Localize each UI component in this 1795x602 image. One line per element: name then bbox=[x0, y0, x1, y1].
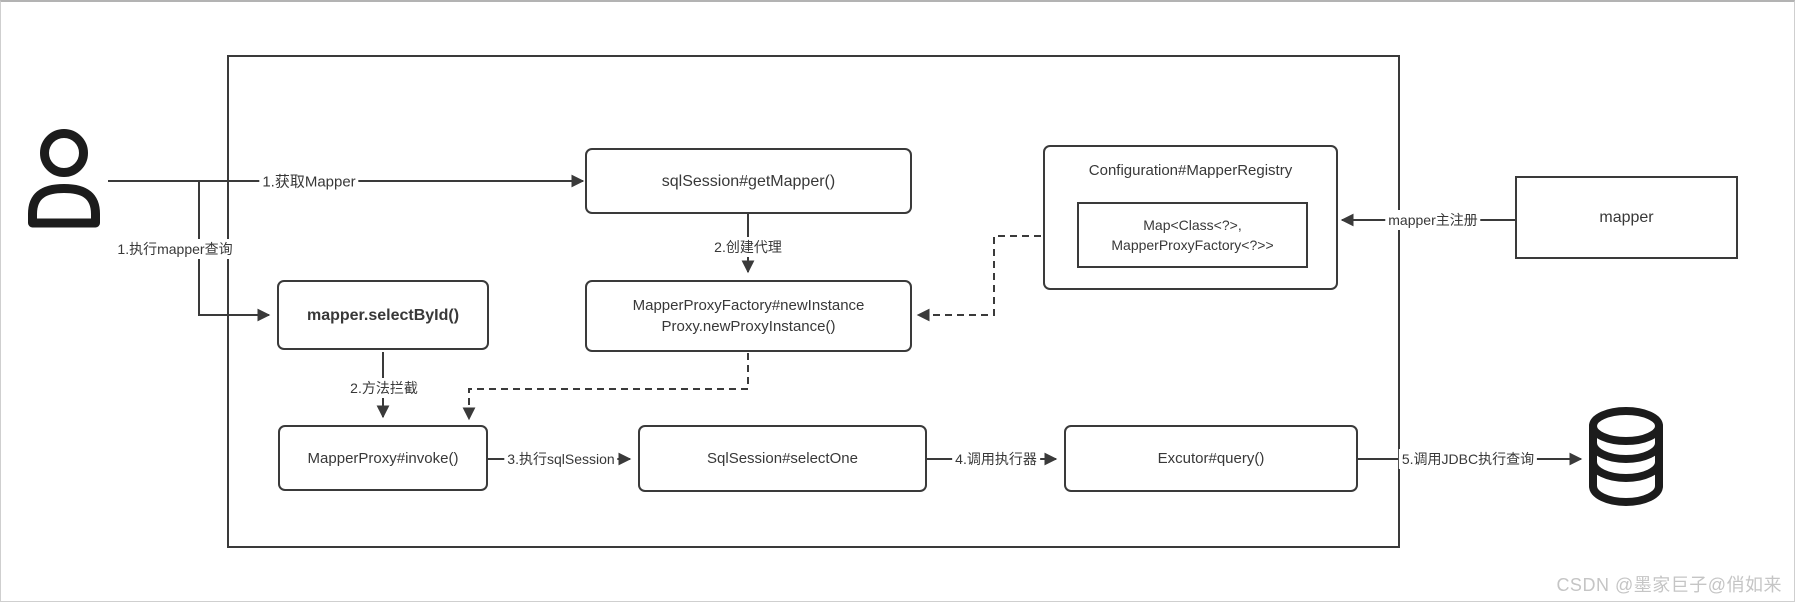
node-label: Excutor#query() bbox=[1157, 450, 1265, 467]
edge-label-exec-mapper-query: 1.执行mapper查询 bbox=[114, 239, 236, 259]
database-icon bbox=[1589, 407, 1663, 506]
node-sqlsession-getmapper: sqlSession#getMapper() bbox=[585, 148, 912, 214]
edge-user-to-selectbyid bbox=[198, 181, 271, 322]
node-excutor-query: Excutor#query() bbox=[1064, 425, 1358, 492]
edge-label-exec-sqlsession: 3.执行sqlSession bbox=[504, 449, 618, 469]
edge-label-create-proxy: 2.创建代理 bbox=[711, 237, 785, 257]
node-label: MapperProxy#invoke() bbox=[307, 449, 459, 467]
node-title: Configuration#MapperRegistry bbox=[1088, 162, 1293, 179]
node-label: mapper.selectById() bbox=[306, 306, 460, 324]
node-mapperproxy-invoke: MapperProxy#invoke() bbox=[278, 425, 488, 491]
watermark-text: CSDN @墨家巨子@俏如来 bbox=[1556, 575, 1782, 595]
flow-container-frame bbox=[227, 55, 1400, 548]
map-line1: Map<Class<?>, bbox=[1143, 217, 1242, 233]
node-configuration-mapperregistry: Configuration#MapperRegistry Map<Class<?… bbox=[1043, 145, 1338, 290]
node-mapper-selectbyid: mapper.selectById() bbox=[277, 280, 489, 350]
user-icon bbox=[28, 129, 100, 228]
edge-registry-to-proxyfactory-dashed bbox=[916, 235, 1077, 322]
edge-label-get-mapper: 1.获取Mapper bbox=[259, 170, 359, 192]
node-label-line2: Proxy.newProxyInstance() bbox=[661, 318, 836, 335]
node-mapper-registry-map: Map<Class<?>, MapperProxyFactory<?>> bbox=[1077, 202, 1308, 268]
node-mapperproxyfactory-newinstance: MapperProxyFactory#newInstance Proxy.new… bbox=[585, 280, 912, 352]
node-mapper: mapper bbox=[1515, 176, 1738, 259]
node-label-line1: MapperProxyFactory#newInstance bbox=[632, 297, 865, 314]
node-sqlsession-selectone: SqlSession#selectOne bbox=[638, 425, 927, 492]
node-label: mapper bbox=[1599, 209, 1654, 226]
edge-label-mapper-register: mapper主注册 bbox=[1385, 210, 1481, 230]
edge-proxyfactory-to-invoke-dashed bbox=[462, 353, 749, 421]
edge-label-call-jdbc: 5.调用JDBC执行查询 bbox=[1398, 449, 1538, 469]
map-line2: MapperProxyFactory<?>> bbox=[1111, 237, 1274, 253]
node-label: SqlSession#selectOne bbox=[707, 450, 858, 467]
node-label: sqlSession#getMapper() bbox=[661, 172, 836, 190]
edge-label-call-executor: 4.调用执行器 bbox=[952, 449, 1040, 469]
edge-label-method-intercept: 2.方法拦截 bbox=[347, 378, 421, 398]
